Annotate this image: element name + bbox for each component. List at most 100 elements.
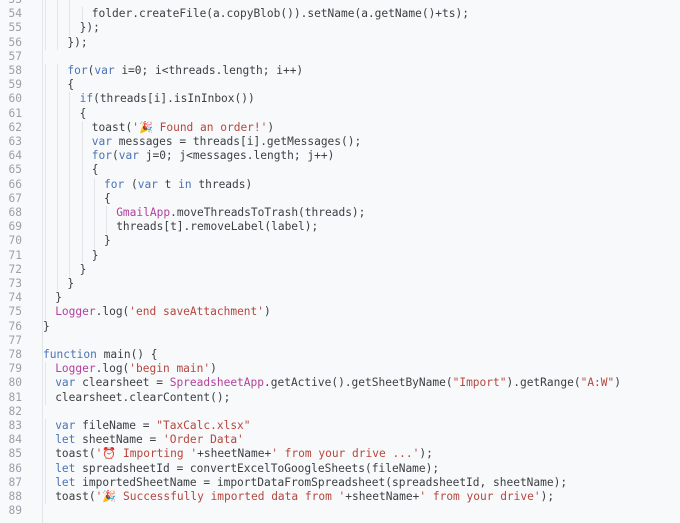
code-line[interactable]: 72} (0, 262, 680, 277)
code-line[interactable]: 57 (0, 50, 680, 64)
line-number: 64 (8, 149, 22, 163)
code-token-txt: sheetName = (75, 433, 163, 447)
code-text: } (80, 263, 87, 277)
code-line[interactable]: 74} (0, 291, 680, 306)
code-token-txt: ) (210, 362, 217, 376)
code-text: let spreadsheetId = convertExcelToGoogle… (55, 462, 439, 476)
code-line[interactable]: 77 (0, 334, 680, 348)
code-token-str: "A:W" (580, 376, 615, 390)
code-line[interactable]: 53for (a... (0, 0, 680, 8)
indent-guide (45, 21, 46, 36)
code-line[interactable]: 76} (0, 320, 680, 334)
line-number: 69 (8, 220, 22, 234)
line-number: 66 (8, 177, 22, 191)
indent-guide (45, 376, 46, 391)
code-text: } (92, 249, 99, 263)
line-number: 87 (8, 475, 22, 489)
code-text: threads[t].removeLabel(label); (116, 220, 318, 234)
indent-guide (45, 305, 46, 320)
code-line[interactable]: 71} (0, 248, 680, 263)
code-token-cls: Logger (55, 362, 96, 376)
line-number: 71 (8, 248, 22, 262)
code-token-txt: ) (267, 120, 275, 134)
indent-guide (45, 234, 46, 249)
code-token-str: '🎉 Successfully imported data from ' (95, 490, 346, 503)
indent-guide (45, 490, 46, 505)
line-number: 56 (8, 35, 22, 49)
code-line[interactable]: 59{ (0, 78, 680, 93)
indent-guide (45, 149, 46, 164)
code-token-txt: +sheetName+ (345, 490, 420, 503)
line-number: 60 (8, 92, 22, 106)
code-token-kw: var (94, 64, 115, 77)
code-text: { (67, 78, 74, 92)
line-number: 58 (8, 64, 22, 77)
line-number: 73 (8, 277, 22, 290)
code-token-kw: var (118, 149, 139, 163)
code-line[interactable]: 73} (0, 277, 680, 292)
code-token-txt: j=0; j<messages.length; j++) (138, 149, 335, 163)
indent-guide (45, 433, 46, 448)
code-text: } (67, 277, 74, 291)
code-line[interactable]: 82 (0, 405, 680, 419)
code-token-txt: toast( (55, 447, 96, 461)
indent-guide (57, 163, 59, 178)
indent-guide (69, 149, 71, 164)
code-token-str: ' from your drive' (419, 490, 541, 503)
line-number: 80 (8, 376, 22, 390)
code-line[interactable]: 56}); (0, 35, 680, 50)
indent-guide (45, 206, 46, 221)
code-token-txt: .log( (95, 305, 130, 319)
indent-guide (45, 92, 46, 107)
code-line[interactable]: 67{ (0, 191, 680, 206)
code-line[interactable]: 61{ (0, 106, 680, 121)
code-line[interactable]: 55}); (0, 21, 680, 36)
code-token-txt: importedSheetName = importDataFromSpread… (75, 475, 568, 489)
indent-guide (57, 191, 59, 206)
code-line[interactable]: 65{ (0, 163, 680, 178)
indent-guide (69, 248, 71, 263)
indent-guide (45, 7, 46, 22)
code-line[interactable]: 70} (0, 234, 680, 249)
line-number: 78 (8, 348, 22, 361)
code-text: var messages = threads[i].getMessages(); (92, 135, 361, 149)
code-token-txt: +sheetName+ (197, 447, 272, 461)
line-number: 54 (8, 7, 22, 21)
line-number: 77 (8, 333, 22, 347)
code-line[interactable]: 69 threads[t].removeLabel(label); (0, 220, 680, 235)
indent-guide (69, 177, 71, 192)
code-text: { (92, 163, 99, 177)
code-token-txt: } (91, 248, 99, 262)
indent-guide (45, 447, 46, 462)
indent-guide (69, 206, 71, 221)
code-token-txt: ) (614, 376, 622, 390)
indent-guide (57, 106, 59, 121)
indent-guide (57, 262, 59, 277)
indent-guide (45, 64, 46, 79)
line-number: 79 (8, 362, 22, 376)
indent-guide (57, 64, 59, 79)
indent-guide (57, 78, 59, 93)
code-token-txt: (threads[i].isInInbox()) (93, 92, 255, 106)
code-line[interactable]: 89 (0, 504, 680, 518)
